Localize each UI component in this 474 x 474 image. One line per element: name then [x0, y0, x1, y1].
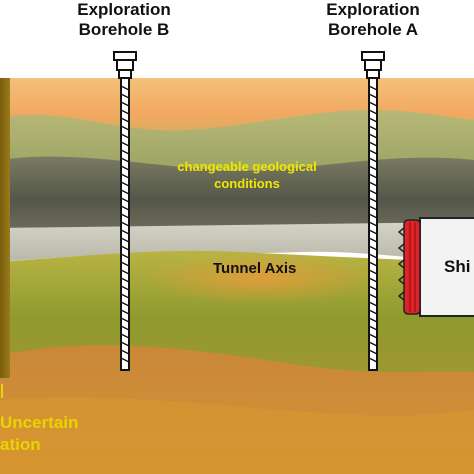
tunnel-axis-label: Tunnel Axis — [213, 260, 297, 277]
uncertain-label-line2: ation — [0, 435, 41, 454]
borehole-b-head — [116, 59, 134, 71]
changeable-conditions-line1: changeable geological — [177, 159, 317, 174]
borehole-a-cap — [361, 51, 385, 61]
borehole-b-title-line2: Borehole B — [78, 20, 170, 39]
borehole-a-title-line1: Exploration — [326, 0, 420, 19]
borehole-a-collar — [366, 69, 380, 79]
shield-label: Shi — [444, 257, 471, 276]
borehole-a — [361, 51, 385, 371]
borehole-b — [113, 51, 137, 371]
borehole-a-thread — [368, 85, 378, 363]
shield-body — [419, 217, 474, 317]
borehole-a-title: Exploration Borehole A — [303, 0, 443, 40]
bottom-shade — [0, 397, 474, 474]
uncertain-label: Uncertain ation — [0, 412, 78, 456]
orange-glow — [140, 252, 380, 304]
uncertain-label-line1: Uncertain — [0, 413, 79, 432]
shield-machine — [397, 217, 474, 317]
left-pillar — [0, 78, 10, 378]
borehole-b-collar — [118, 69, 132, 79]
tunnel-band — [0, 222, 474, 262]
shield-cutterhead — [403, 219, 421, 315]
changeable-conditions-line2: conditions — [214, 176, 280, 191]
sky-background — [0, 0, 474, 80]
borehole-b-thread — [120, 85, 130, 363]
borehole-b-title: Exploration Borehole B — [54, 0, 194, 40]
changeable-conditions-label: changeable geological conditions — [152, 158, 342, 192]
borehole-b-title-line1: Exploration — [77, 0, 171, 19]
borehole-b-cap — [113, 51, 137, 61]
gray-layer — [0, 156, 474, 228]
borehole-a-title-line2: Borehole A — [327, 20, 419, 39]
shield-cutter-teeth — [397, 227, 405, 301]
borehole-a-head — [364, 59, 382, 71]
